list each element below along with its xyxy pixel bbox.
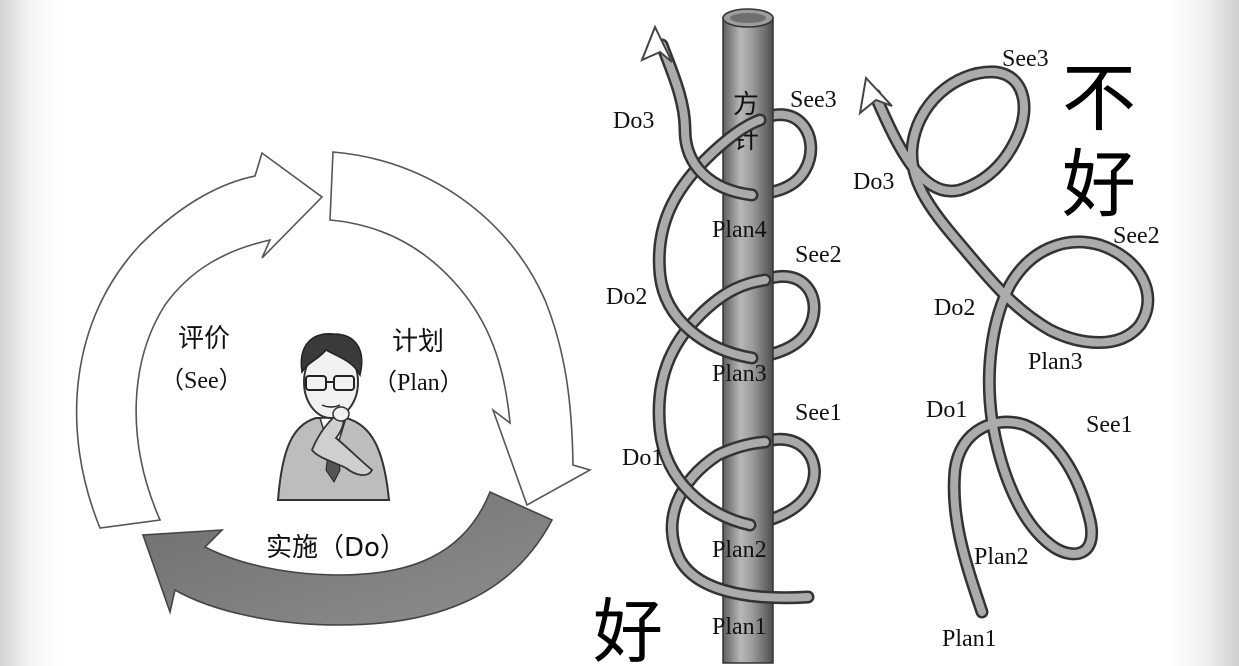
good-spiral-group: 方 针 Do3 See3 Plan4 See2 Do2 Plan3 See1 D… [593, 8, 842, 666]
good-plan3-label: Plan3 [712, 361, 767, 387]
good-spiral-arrowhead [640, 24, 673, 63]
bad-rope [868, 65, 1155, 619]
bad-plan1-label: Plan1 [942, 626, 997, 652]
thinking-person-illustration [276, 333, 391, 501]
evaluate-en-label: （See） [160, 368, 243, 394]
bad-plan2-label: Plan2 [974, 544, 1029, 570]
see-arrow [75, 151, 324, 529]
bad-spiral-group: See3 Do3 See2 Do2 Plan3 Do1 See1 Plan2 P… [853, 46, 1160, 652]
bad-see3-label: See3 [1002, 46, 1049, 72]
good-plan4-label: Plan4 [712, 217, 767, 243]
bad-see1-label: See1 [1086, 412, 1133, 438]
bad-verdict-1: 不 [1062, 56, 1136, 142]
plan-en-label: （Plan） [373, 370, 464, 396]
good-see2-label: See2 [795, 242, 842, 268]
good-see1-label: See1 [795, 400, 842, 426]
do-arrow [141, 490, 554, 626]
bad-see2-label: See2 [1113, 223, 1160, 249]
good-do3-label: Do3 [613, 108, 654, 134]
good-do2-label: Do2 [606, 284, 647, 310]
good-do1-label: Do1 [622, 445, 663, 471]
good-see3-label: See3 [790, 87, 837, 113]
do-label: 实施（Do） [266, 533, 406, 563]
evaluate-label: 评价 [178, 324, 230, 354]
bad-plan3-label: Plan3 [1028, 349, 1083, 375]
rope-back [743, 108, 821, 532]
rope-front [652, 38, 815, 605]
bad-verdict-2: 好 [1062, 142, 1136, 228]
bad-do3-label: Do3 [853, 169, 894, 195]
plan-arrow [329, 151, 593, 507]
bad-spiral-arrowhead [858, 75, 893, 116]
good-plan1-label: Plan1 [712, 614, 767, 640]
plan-label: 计划 [392, 327, 444, 357]
good-plan2-label: Plan2 [712, 537, 767, 563]
policy-pole [722, 8, 774, 664]
pole-text-1: 方 [733, 90, 759, 120]
bad-do2-label: Do2 [934, 295, 975, 321]
good-verdict: 好 [593, 591, 663, 666]
bad-do1-label: Do1 [926, 397, 967, 423]
cycle-group: 评价 （See） 计划 （Plan） 实施（Do） [75, 151, 593, 626]
